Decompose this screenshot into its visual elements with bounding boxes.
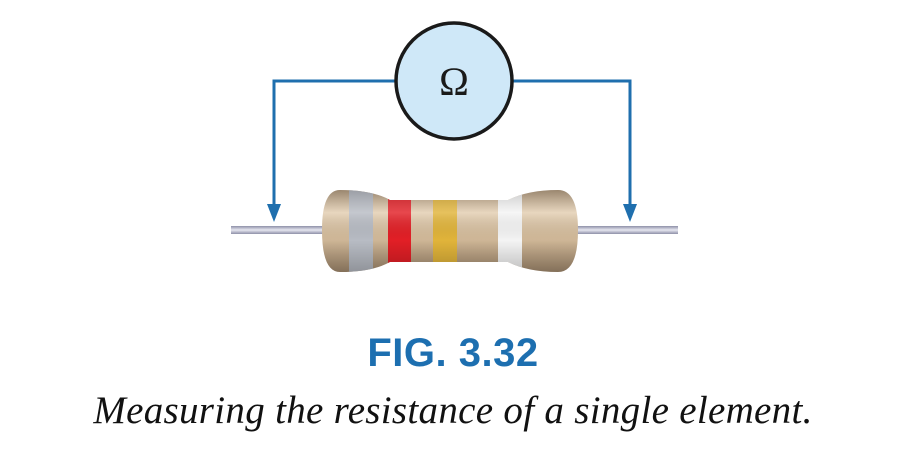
ohmmeter-face xyxy=(394,21,514,141)
resistor-lead-right xyxy=(570,226,678,234)
figure-label: FIG. 3.32 xyxy=(367,331,539,375)
arrow-left xyxy=(267,204,281,222)
figure-caption: Measuring the resistance of a single ele… xyxy=(93,389,813,432)
meter-wires xyxy=(272,79,632,209)
ohm-symbol: Ω xyxy=(439,59,469,104)
resistor-shading xyxy=(322,190,578,272)
wire-right xyxy=(512,79,632,209)
wire-left xyxy=(272,79,396,209)
resistor-lead-left xyxy=(231,226,331,234)
arrow-right xyxy=(623,204,637,222)
resistor xyxy=(322,190,578,272)
ohmmeter: Ω xyxy=(394,21,514,141)
